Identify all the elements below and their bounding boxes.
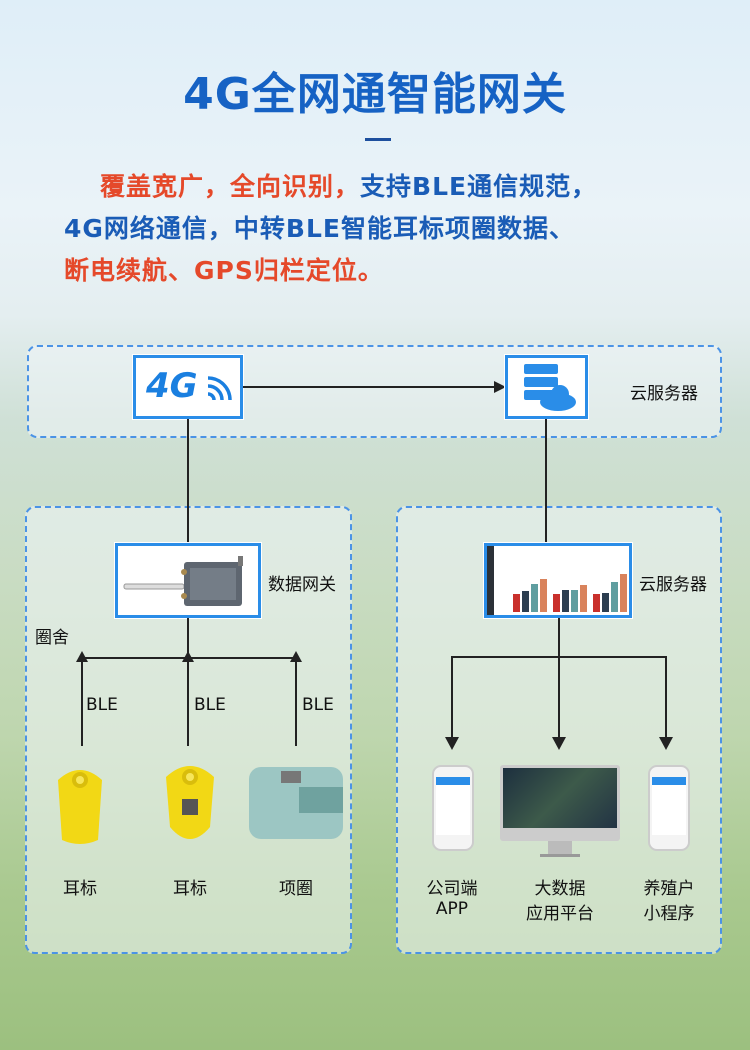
chart-bar — [620, 574, 627, 612]
monitor-platform-icon — [500, 765, 620, 859]
client-label: 养殖户小程序 — [629, 874, 709, 924]
connector — [558, 618, 560, 748]
ear-tag-icon — [58, 770, 102, 844]
chart-bar — [513, 594, 520, 612]
gateway-node — [115, 543, 261, 618]
ble-label: BLE — [86, 695, 118, 715]
connector — [187, 660, 189, 746]
chart-bar — [593, 594, 600, 612]
connector — [451, 656, 453, 738]
connector — [545, 419, 547, 544]
client-label-line: 大数据 — [534, 879, 586, 899]
chart-bar — [553, 594, 560, 612]
arrow-right-icon — [494, 381, 506, 393]
intro-line-2: 4G网络通信，中转BLE智能耳标项圈数据、 — [64, 214, 575, 243]
arrow-down-icon — [445, 737, 459, 750]
phone-app-icon — [432, 765, 474, 851]
ear-tag-icon — [166, 766, 214, 839]
ble-label: BLE — [194, 695, 226, 715]
phone-miniprogram-icon — [648, 765, 690, 851]
gateway-device-icon — [123, 556, 243, 606]
chart-bar — [580, 585, 587, 612]
device-label: 项圈 — [279, 879, 313, 899]
client-label-line: 公司端 — [426, 879, 478, 899]
device-label: 耳标 — [63, 879, 97, 899]
chart-bar — [540, 579, 547, 612]
client-label: 大数据应用平台 — [515, 874, 605, 924]
chart-bar — [571, 590, 578, 612]
client-label-line: APP — [435, 899, 469, 919]
chart-bar — [611, 582, 618, 612]
chart-bar — [531, 584, 538, 612]
connector — [81, 660, 83, 746]
dashboard-label: 云服务器 — [639, 575, 707, 595]
intro-line-1: 覆盖宽广，全向识别，支持BLE通信规范， — [100, 167, 597, 203]
4g-node: 4G — [133, 355, 243, 419]
connector — [665, 656, 667, 738]
4g-icon: 4G — [146, 366, 198, 406]
arrow-down-icon — [552, 737, 566, 750]
network-panel — [27, 345, 722, 438]
arrow-up-icon — [76, 651, 88, 662]
gateway-label: 数据网关 — [268, 575, 336, 595]
connector — [295, 660, 297, 746]
client-label-line: 小程序 — [643, 904, 695, 924]
connector — [451, 656, 667, 658]
chart-bar — [602, 593, 609, 612]
ble-label: BLE — [302, 695, 334, 715]
arrow-up-icon — [182, 651, 194, 662]
cloud-server-label: 云服务器 — [630, 384, 698, 404]
page-title: 4G全网通智能网关 — [183, 69, 567, 120]
dashboard-node — [484, 543, 632, 618]
intro-text: 支持BLE通信规范， — [360, 172, 598, 201]
connector — [187, 618, 189, 658]
connector — [187, 419, 189, 544]
intro-text: 覆盖宽广，全向识别， — [100, 172, 361, 201]
cloud-server-icon — [524, 364, 576, 411]
chart-bar — [522, 591, 529, 612]
cloud-server-node — [505, 355, 588, 419]
device-label: 耳标 — [173, 879, 207, 899]
signal-icon — [207, 376, 232, 401]
pen-label: 圈舍 — [35, 628, 69, 648]
arrow-up-icon — [290, 651, 302, 662]
title-divider — [365, 138, 391, 141]
dashboard-sidebar — [487, 546, 494, 615]
connector — [243, 386, 495, 388]
client-label-line: 应用平台 — [526, 904, 594, 924]
arrow-down-icon — [659, 737, 673, 750]
intro-line-3: 断电续航、GPS归栏定位。 — [64, 256, 384, 285]
client-label-line: 养殖户 — [643, 879, 695, 899]
chart-bar — [562, 590, 569, 612]
collar-icon — [249, 767, 343, 839]
